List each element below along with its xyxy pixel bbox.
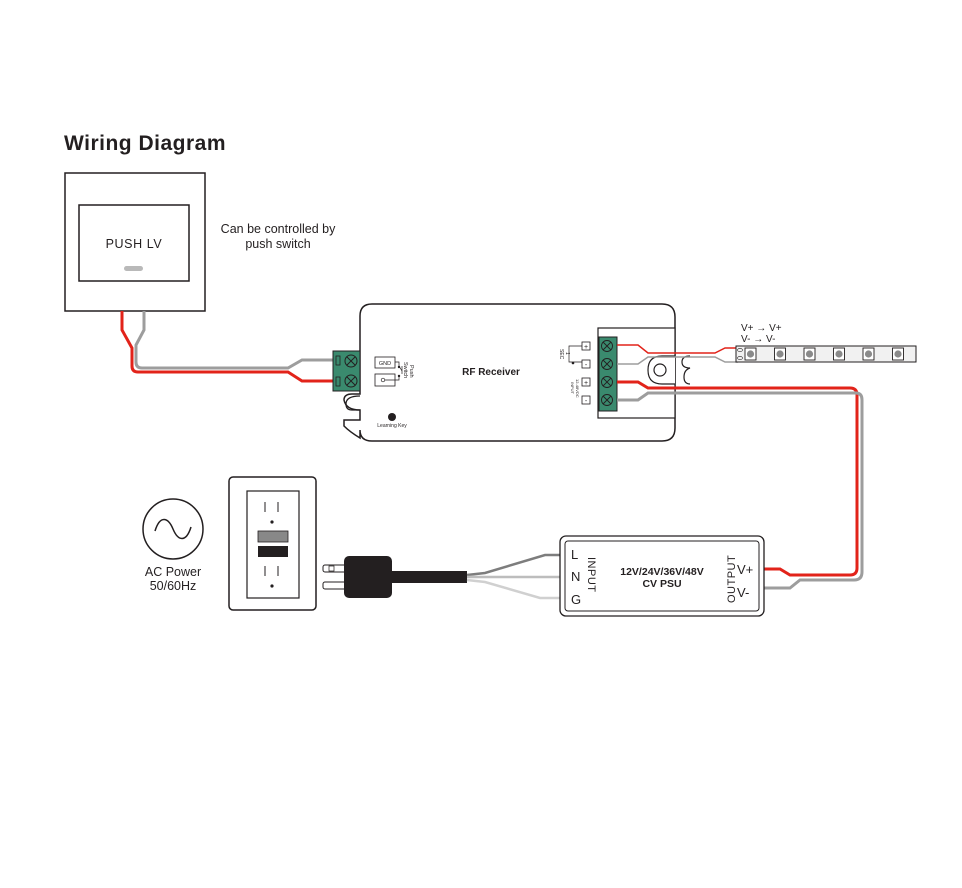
outlet-test-button[interactable]: [257, 530, 289, 543]
screw-icon: [344, 374, 358, 388]
cv-psu: L N G INPUT 12V/24V/36V/48V CV PSU OUTPU…: [559, 535, 765, 617]
push-switch-vertical-label-1: Push: [408, 365, 414, 378]
screw-icon: [601, 376, 613, 388]
plug-prong: [322, 564, 347, 573]
wire-led-positive: [617, 344, 738, 354]
outlet-ground-hole: [270, 520, 274, 524]
sine-wave-icon: [154, 518, 192, 540]
sec-bracket: [568, 345, 582, 363]
outlet-face: [246, 490, 300, 599]
receiver-body: [343, 303, 676, 442]
input-voltage-label: 12-48VDC: [575, 379, 580, 398]
psu-model-line2: CV PSU: [642, 578, 681, 590]
terminal-label-box: [581, 377, 591, 387]
terminal-slot: [335, 355, 341, 366]
push-switch-vertical-label-2: Switch: [402, 362, 408, 378]
led-chip: [833, 347, 845, 361]
psu-terminal-vminus: V-: [737, 585, 749, 600]
gnd-terminal-label-box: [374, 356, 396, 369]
led-mapping-line2: V- → V-: [741, 334, 775, 345]
push-switch-note-line1: Can be controlled by: [221, 222, 336, 236]
led-chip: [862, 347, 875, 361]
push-switch: PUSH LV: [64, 172, 206, 312]
ac-frequency-label: 50/60Hz: [150, 579, 197, 593]
led-chip: [774, 347, 786, 361]
receiver-left-mount: [345, 395, 361, 411]
push-switch-label: PUSH LV: [106, 237, 163, 251]
outlet-slot-bottom: [264, 566, 279, 576]
diagram-title: Wiring Diagram: [64, 132, 226, 155]
terminal-slot: [335, 376, 341, 387]
psu-output-label: OUTPUT: [726, 555, 738, 603]
psu-input-label: INPUT: [585, 557, 597, 593]
wire-push-switch-gray: [134, 311, 333, 370]
input-minus-label: -: [585, 398, 588, 405]
sec-node: [571, 361, 575, 365]
psu-terminal-vplus: V+: [737, 562, 753, 577]
wire-led-negative: [617, 356, 738, 365]
screw-icon: [601, 394, 613, 406]
switch-contact: [397, 374, 401, 378]
wire-ground: [466, 578, 562, 600]
ac-power-source: AC Power 50/60Hz: [142, 498, 204, 593]
terminal-label-box: [581, 395, 591, 405]
outlet-reset-button[interactable]: [258, 546, 288, 557]
plug-prong: [322, 581, 347, 590]
psu-terminal-l: L: [571, 547, 578, 562]
wall-outlet: [228, 476, 317, 611]
sec-number: 1: [564, 352, 570, 355]
psu-model-line1: 12V/24V/36V/48V: [620, 566, 703, 578]
input-label: INPUT: [570, 382, 575, 395]
led-chip: [892, 347, 904, 361]
mount-hole: [653, 363, 667, 377]
psu-terminal-g: G: [571, 592, 581, 607]
led-mapping-line1: V+ → V+: [741, 323, 782, 334]
push-switch-indicator: [124, 266, 143, 271]
psu-inner: [564, 540, 760, 612]
switch-contact: [397, 365, 401, 369]
plug-body: [344, 556, 392, 598]
led-chip: [803, 347, 816, 361]
learning-key-button[interactable]: [388, 413, 396, 421]
screw-icon: [344, 354, 358, 368]
power-cord: [390, 571, 467, 583]
terminal-dot: [380, 377, 386, 383]
led-strip: V+ → V+ V- → V-: [735, 323, 917, 363]
screw-icon: [601, 340, 613, 352]
screw-icon: [601, 358, 613, 370]
rf-receiver: GND Push Switch Learning Key RF Receiver: [332, 303, 691, 442]
prong-hole: [328, 565, 335, 572]
wire-push-switch-red: [120, 311, 333, 383]
wire-psu-negative: [617, 391, 864, 590]
push-switch-note-line2: push switch: [245, 237, 310, 251]
receiver-right-notch: [681, 355, 691, 385]
power-plug: [322, 556, 467, 598]
sec-minus-label: -: [585, 362, 588, 369]
receiver-name: RF Receiver: [462, 367, 520, 378]
push-switch-symbol: [385, 361, 403, 381]
sec-label: SEC: [558, 349, 564, 360]
wire-psu-positive: [617, 380, 859, 577]
gnd-label: GND: [379, 361, 391, 367]
outlet-slot-top: [264, 502, 279, 512]
led-strip-body: [735, 345, 917, 363]
learning-key-label: Learning Key: [377, 423, 407, 429]
receiver-right-mount: [647, 355, 675, 385]
solder-pad: [737, 356, 743, 360]
terminal-label-box: [581, 359, 591, 369]
wire-live: [466, 553, 562, 577]
sec-plus-label: +: [584, 344, 588, 351]
psu-terminal-n: N: [571, 569, 580, 584]
led-chip: [744, 347, 757, 361]
solder-pad: [737, 348, 743, 352]
output-terminal-block: [598, 336, 618, 412]
input-plus-label: +: [584, 380, 588, 387]
ac-power-label: AC Power: [145, 565, 201, 579]
outlet-ground-hole: [270, 584, 274, 588]
